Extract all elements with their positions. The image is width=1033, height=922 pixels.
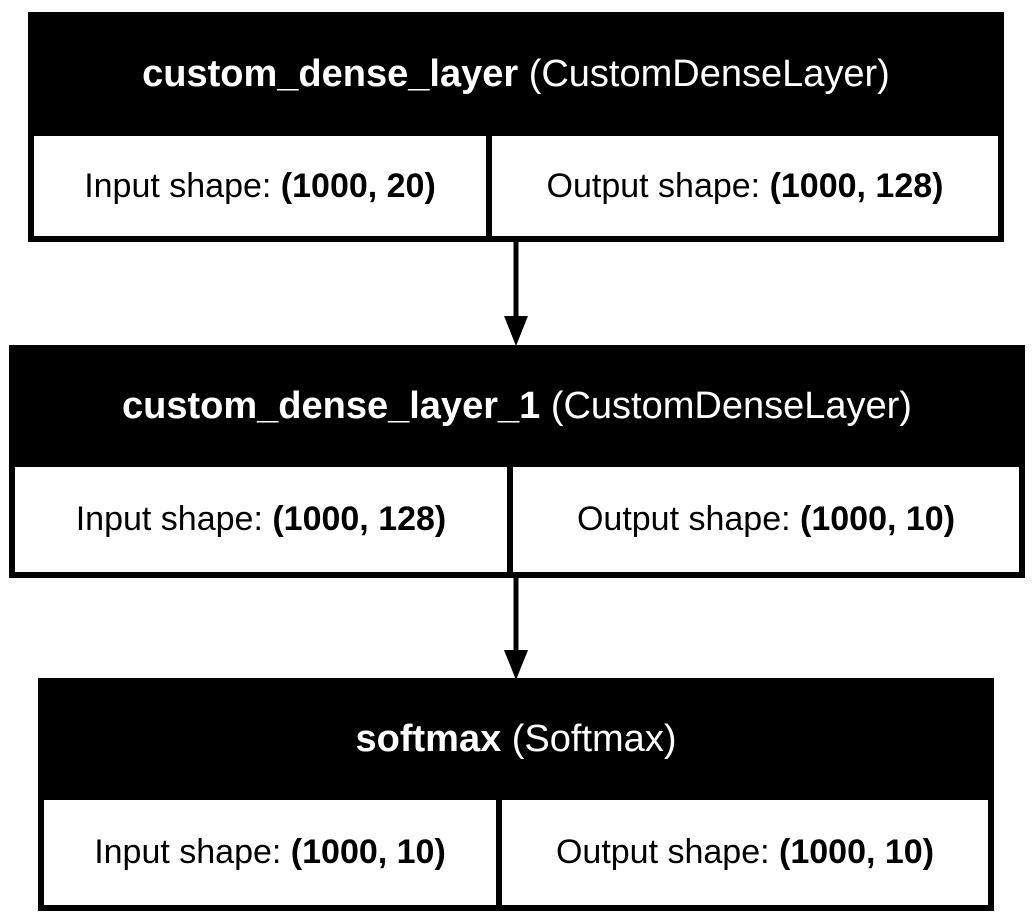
layer-name: custom_dense_layer <box>142 52 519 95</box>
input-shape-value: (1000, 128) <box>272 500 447 538</box>
layer-header: custom_dense_layer_1 (CustomDenseLayer) <box>15 345 1019 467</box>
output-shape-cell: Output shape: (1000, 10) <box>513 467 1019 572</box>
layer-header: custom_dense_layer (CustomDenseLayer) <box>34 12 998 136</box>
input-shape-cell: Input shape: (1000, 128) <box>15 467 507 572</box>
edge-layer-0-to-layer-1 <box>504 242 528 346</box>
output-shape-cell: Output shape: (1000, 128) <box>492 136 998 236</box>
output-shape-label: Output shape: <box>576 500 791 538</box>
output-shape-cell: Output shape: (1000, 10) <box>502 800 988 905</box>
input-shape-label: Input shape: <box>84 166 272 205</box>
input-shape-value: (1000, 10) <box>290 833 446 871</box>
output-shape-value: (1000, 128) <box>769 166 944 205</box>
edge-layer-1-to-layer-2 <box>504 576 528 680</box>
input-shape-value: (1000, 20) <box>280 166 436 205</box>
layer-name: custom_dense_layer_1 <box>122 384 541 427</box>
layer-node-custom-dense-layer-1[interactable]: custom_dense_layer_1 (CustomDenseLayer) … <box>9 345 1025 578</box>
output-shape-value: (1000, 10) <box>800 500 956 538</box>
shape-row: Input shape: (1000, 20) Output shape: (1… <box>34 136 998 236</box>
output-shape-label: Output shape: <box>555 833 770 871</box>
layer-node-softmax[interactable]: softmax (Softmax) Input shape: (1000, 10… <box>38 678 994 911</box>
shape-row: Input shape: (1000, 128) Output shape: (… <box>15 467 1019 572</box>
layer-header: softmax (Softmax) <box>44 678 988 800</box>
layer-type: (CustomDenseLayer) <box>550 384 912 427</box>
input-shape-label: Input shape: <box>94 833 282 871</box>
output-shape-value: (1000, 10) <box>779 833 935 871</box>
output-shape-label: Output shape: <box>546 166 761 205</box>
layer-node-custom-dense-layer[interactable]: custom_dense_layer (CustomDenseLayer) In… <box>28 12 1004 242</box>
input-shape-label: Input shape: <box>75 500 263 538</box>
input-shape-cell: Input shape: (1000, 20) <box>34 136 486 236</box>
layer-type: (Softmax) <box>511 717 677 760</box>
input-shape-cell: Input shape: (1000, 10) <box>44 800 496 905</box>
layer-name: softmax <box>355 717 502 760</box>
shape-row: Input shape: (1000, 10) Output shape: (1… <box>44 800 988 905</box>
layer-type: (CustomDenseLayer) <box>528 52 890 95</box>
